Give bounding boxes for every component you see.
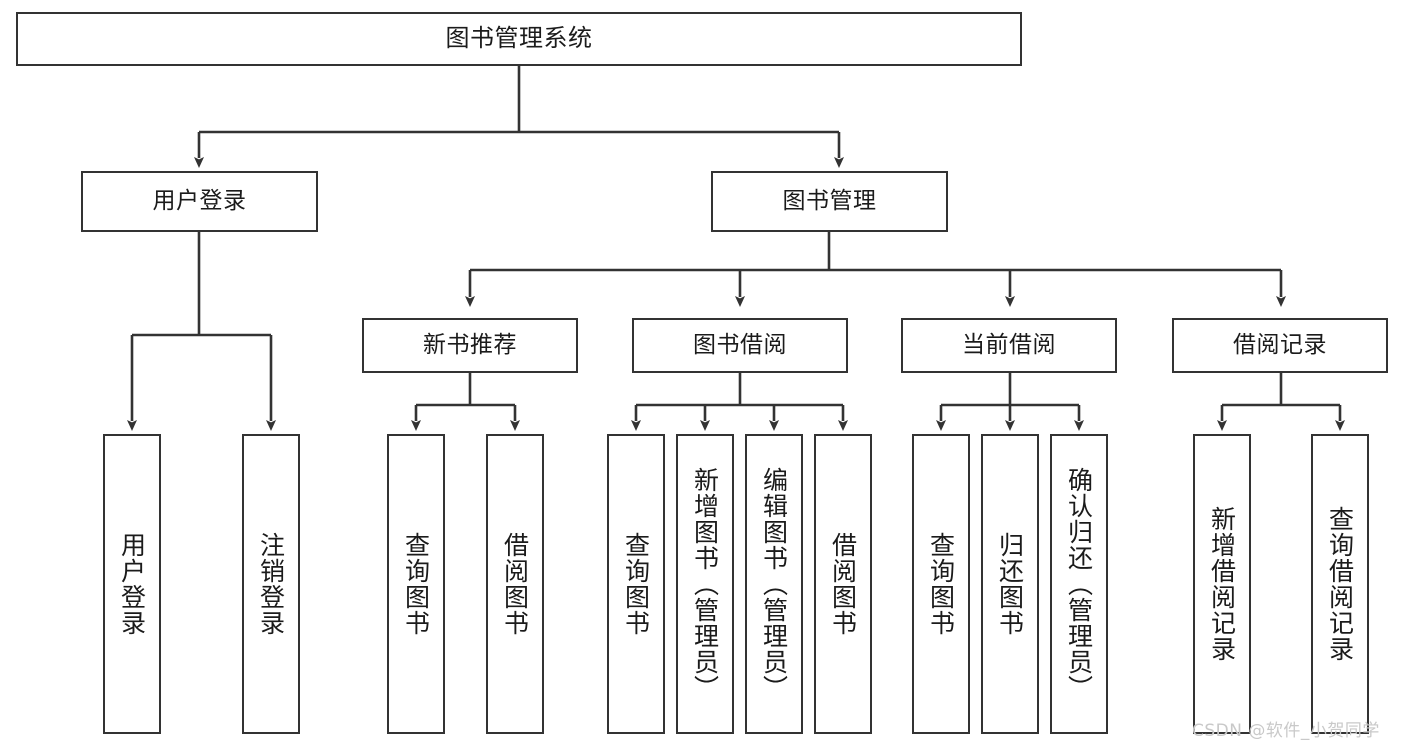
node-leaf-query-book-current[interactable]: 查询图书 (912, 434, 970, 734)
watermark-csdn: CSDN @软件_小贺同学 (1192, 721, 1380, 741)
node-label: 借阅记录 (1233, 332, 1327, 359)
node-root-book-management-system[interactable]: 图书管理系统 (16, 12, 1022, 66)
node-leaf-borrow-book-recommend[interactable]: 借阅图书 (486, 434, 544, 734)
node-current-borrow[interactable]: 当前借阅 (901, 318, 1117, 373)
node-leaf-return-book[interactable]: 归还图书 (981, 434, 1039, 734)
node-leaf-query-book-recommend[interactable]: 查询图书 (387, 434, 445, 734)
node-book-borrow[interactable]: 图书借阅 (632, 318, 848, 373)
node-label: 当前借阅 (962, 332, 1056, 359)
node-label: 查询借阅记录 (1325, 506, 1355, 662)
node-label: 确认归还（管理员） (1064, 467, 1094, 701)
node-leaf-add-borrow-record[interactable]: 新增借阅记录 (1193, 434, 1251, 734)
node-label: 查询图书 (401, 532, 431, 636)
node-label: 新增借阅记录 (1207, 506, 1237, 662)
node-label: 归还图书 (995, 532, 1025, 636)
node-new-book-recommend[interactable]: 新书推荐 (362, 318, 578, 373)
node-borrow-records[interactable]: 借阅记录 (1172, 318, 1388, 373)
node-label: 新增图书（管理员） (690, 467, 720, 701)
node-leaf-edit-book-admin[interactable]: 编辑图书（管理员） (745, 434, 803, 734)
node-label: 用户登录 (152, 188, 247, 215)
node-label: 图书借阅 (693, 332, 787, 359)
node-label: 编辑图书（管理员） (759, 467, 789, 701)
node-label: 图书管理系统 (445, 24, 593, 53)
node-label: 查询图书 (621, 532, 651, 636)
node-leaf-borrow-book[interactable]: 借阅图书 (814, 434, 872, 734)
node-label: 注销登录 (256, 532, 286, 636)
node-user-login[interactable]: 用户登录 (81, 171, 318, 232)
node-leaf-confirm-return-admin[interactable]: 确认归还（管理员） (1050, 434, 1108, 734)
node-label: 借阅图书 (828, 532, 858, 636)
node-leaf-query-book-borrow[interactable]: 查询图书 (607, 434, 665, 734)
node-label: 用户登录 (117, 532, 147, 636)
node-label: 新书推荐 (423, 332, 517, 359)
node-book-management[interactable]: 图书管理 (711, 171, 948, 232)
node-leaf-logout[interactable]: 注销登录 (242, 434, 300, 734)
node-leaf-add-book-admin[interactable]: 新增图书（管理员） (676, 434, 734, 734)
node-label: 查询图书 (926, 532, 956, 636)
node-leaf-user-login[interactable]: 用户登录 (103, 434, 161, 734)
node-label: 图书管理 (782, 188, 877, 215)
node-leaf-query-borrow-record[interactable]: 查询借阅记录 (1311, 434, 1369, 734)
node-label: 借阅图书 (500, 532, 530, 636)
